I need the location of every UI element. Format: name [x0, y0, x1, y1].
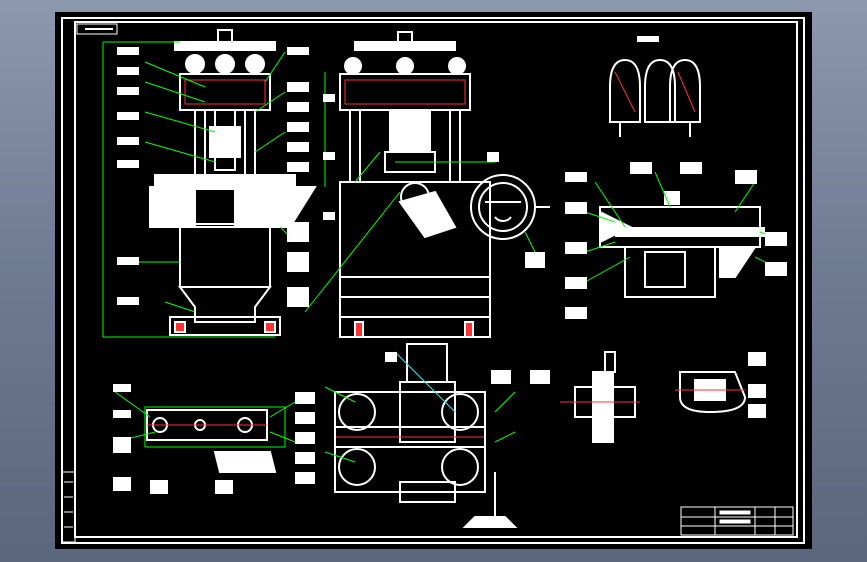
clamp-callouts — [748, 352, 766, 418]
cad-drawing — [61, 17, 805, 544]
plan-dimensions — [324, 351, 516, 463]
section-callouts — [565, 162, 787, 319]
corner-label — [76, 23, 118, 35]
inner-border — [74, 21, 798, 538]
outer-border — [61, 17, 805, 544]
front-callouts — [117, 47, 309, 307]
section-detail-view[interactable] — [599, 191, 765, 298]
side-elevation-view[interactable] — [339, 31, 550, 338]
plan-view[interactable] — [334, 343, 518, 528]
top-detail-label — [637, 36, 659, 42]
title-block[interactable] — [680, 506, 794, 536]
drawing-viewport[interactable] — [55, 12, 812, 549]
lower-left-detail-view[interactable] — [146, 409, 277, 473]
plan-callouts — [385, 352, 550, 384]
lower-left-callouts — [113, 384, 315, 494]
left-margin-strip — [61, 471, 76, 543]
shaft-detail-view[interactable] — [560, 351, 640, 443]
top-detail-view[interactable] — [609, 58, 701, 137]
front-dimensions — [102, 41, 296, 338]
side-callouts — [323, 94, 545, 268]
front-elevation-view[interactable] — [149, 29, 317, 336]
clamp-detail-view[interactable] — [675, 371, 747, 414]
side-dimensions — [304, 72, 536, 313]
